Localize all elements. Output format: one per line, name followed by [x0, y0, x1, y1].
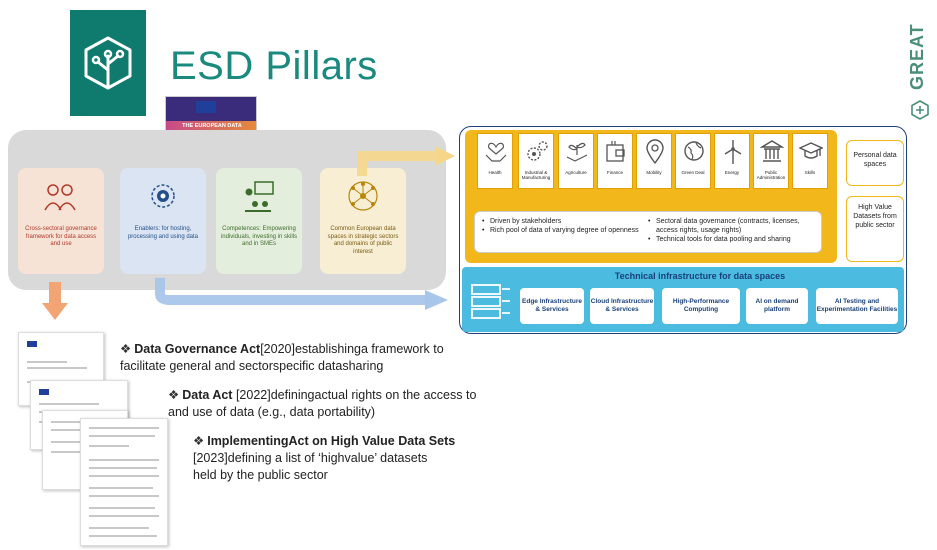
- sector-label: Green Deal: [681, 170, 705, 175]
- presentation-icon: [245, 181, 274, 212]
- plant-hand-icon: [566, 142, 588, 162]
- sector-mobility: Mobility: [636, 133, 672, 189]
- sector-label: Health: [488, 170, 502, 175]
- act-description: definingactual rights on the access to: [270, 388, 477, 402]
- pillar-label: Cross-sectoral governance framework for …: [25, 226, 97, 247]
- tech-edge-infrastructure: Edge Infrastructure & Services: [520, 288, 584, 324]
- pillar-label: Common European data spaces in strategic…: [327, 226, 399, 255]
- esd-logo: [70, 10, 146, 116]
- act-name: ImplementingAct on High Value Data Sets: [207, 434, 456, 448]
- diamond-bullet-icon: ❖: [193, 434, 205, 448]
- bullet-item: Sectoral data governance (contracts, lic…: [647, 217, 819, 235]
- sector-industrial: Industrial & Manufacturing: [518, 133, 554, 189]
- bullet-item: Rich pool of data of varying degree of o…: [481, 226, 641, 235]
- pillar-card-competences: Competences: Empowering individuals, inv…: [216, 168, 302, 274]
- sector-label: Energy: [724, 170, 740, 175]
- location-pin-icon: [646, 139, 664, 165]
- act-description-cont: held by the public sector: [193, 468, 328, 482]
- sector-health: Health: [477, 133, 513, 189]
- graduation-cap-icon: [799, 142, 823, 159]
- act-year: [2020]: [260, 342, 295, 356]
- act-data-governance: ❖Data Governance Act[2020]establishinga …: [120, 341, 510, 375]
- act-name: Data Act: [182, 388, 233, 402]
- personal-data-spaces-box: Personal data spaces: [846, 140, 904, 186]
- sector-finance: Finance: [597, 133, 633, 189]
- tech-ai-testing-facilities: AI Testing and Experimentation Facilitie…: [816, 288, 898, 324]
- data-space-characteristics: Driven by stakeholders Rich pool of data…: [474, 211, 822, 253]
- brand-name: GREAT: [907, 23, 927, 90]
- sector-public-administration: Public Administration: [753, 133, 789, 189]
- act-high-value-datasets: ❖ImplementingAct on High Value Data Sets…: [193, 433, 513, 484]
- hands-heart-icon: [485, 142, 507, 162]
- people-icon: [44, 184, 76, 211]
- hub-icon: [348, 181, 378, 211]
- high-value-datasets-box: High Value Datasets from public sector: [846, 196, 904, 262]
- government-building-icon: [760, 140, 784, 162]
- sector-skills: Skills: [792, 133, 828, 189]
- gear-network-icon: [151, 184, 175, 208]
- sector-green-deal: Green Deal: [675, 133, 711, 189]
- technical-infrastructure-title: Technical infrastructure for data spaces: [614, 271, 786, 281]
- act-data-act: ❖Data Act [2022]definingactual rights on…: [168, 387, 528, 421]
- act-year: [2022]: [235, 388, 271, 402]
- sector-label: Agriculture: [565, 170, 587, 175]
- act-year: [2023]: [193, 451, 228, 465]
- bullet-list-right: Sectoral data governance (contracts, lic…: [647, 217, 819, 244]
- sector-label: Public Administration: [756, 170, 786, 180]
- act-description: establishinga framework to: [294, 342, 444, 356]
- bullet-item: Technical tools for data pooling and sha…: [647, 235, 819, 244]
- gears-icon: [527, 141, 548, 161]
- server-stack-icon: [471, 284, 510, 319]
- pillar-card-data-spaces: Common European data spaces in strategic…: [320, 168, 406, 274]
- pillar-card-enablers: Enablers: for hosting, processing and us…: [120, 168, 206, 274]
- diamond-bullet-icon: ❖: [168, 388, 180, 402]
- page-title: ESD Pillars: [170, 44, 378, 88]
- act-name: Data Governance Act: [134, 342, 261, 356]
- document-thumbnail: [80, 418, 168, 546]
- bullet-list-left: Driven by stakeholders Rich pool of data…: [481, 217, 641, 235]
- pillar-label: Competences: Empowering individuals, inv…: [220, 226, 298, 247]
- act-description-cont: and use of data (e.g., data portability): [168, 405, 376, 419]
- act-description: defining a list of ‘highvalue’ datasets: [227, 451, 428, 465]
- globe-icon: [684, 141, 704, 161]
- arrow-to-infrastructure-head: [425, 290, 448, 310]
- eu-flag-icon: [196, 101, 216, 113]
- bullet-item: Driven by stakeholders: [481, 217, 641, 226]
- tech-ai-on-demand: AI on demand platform: [746, 288, 808, 324]
- wind-turbine-icon: [724, 140, 742, 164]
- tech-cloud-infrastructure: Cloud Infrastructure & Services: [590, 288, 654, 324]
- tech-high-performance-computing: High-Performance Computing: [662, 288, 740, 324]
- great-logo-icon: [911, 100, 929, 120]
- act-description-cont: facilitate general and sectorspecific da…: [120, 359, 384, 373]
- sector-agriculture: Agriculture: [558, 133, 594, 189]
- sector-label: Skills: [804, 170, 816, 175]
- diamond-bullet-icon: ❖: [120, 342, 132, 356]
- sector-label: Finance: [606, 170, 623, 175]
- wallet-icon: [606, 141, 625, 162]
- tree-network-icon: [84, 36, 132, 90]
- pillar-card-governance: Cross-sectoral governance framework for …: [18, 168, 104, 274]
- sector-label: Mobility: [646, 170, 662, 175]
- sector-label: Industrial & Manufacturing: [521, 170, 551, 180]
- pillar-label: Enablers: for hosting, processing and us…: [127, 226, 199, 240]
- great-brand: GREAT: [903, 10, 935, 120]
- sector-energy: Energy: [714, 133, 750, 189]
- arrow-to-documents-head: [42, 303, 68, 320]
